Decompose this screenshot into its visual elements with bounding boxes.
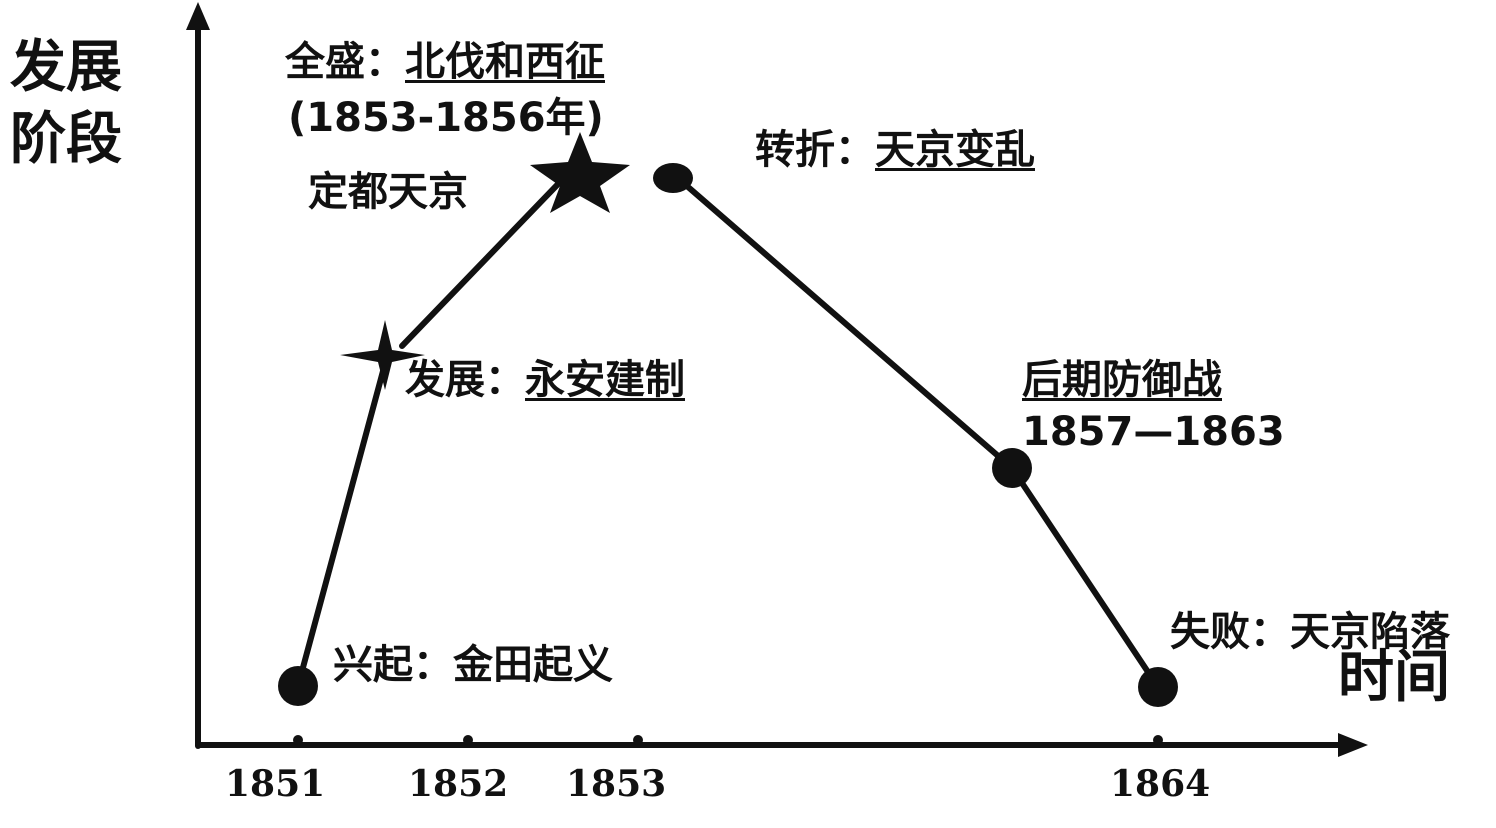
star-peak-icon: [530, 132, 630, 213]
year-label-1852: 1852: [408, 763, 509, 805]
tick-1851: [293, 735, 303, 745]
fail-event: 天京陷落: [1290, 609, 1450, 655]
segment-fall: [1009, 465, 1161, 690]
tick-1852: [463, 735, 473, 745]
segment-decline: [677, 177, 1015, 471]
point-turn: [653, 163, 693, 193]
label-turn: 转折：天京变乱: [755, 130, 1035, 170]
label-develop: 发展：永安建制: [405, 360, 685, 400]
year-label-1851: 1851: [225, 763, 326, 805]
year-label-1864: 1864: [1110, 763, 1211, 805]
fail-stage: 失败：: [1170, 609, 1290, 655]
segment-rise: [295, 357, 389, 689]
x-axis-label: 时间: [1338, 645, 1450, 710]
rise-stage: 兴起：: [333, 642, 453, 688]
tick-1864: [1153, 735, 1163, 745]
peak-stage: 全盛：: [285, 39, 405, 85]
point-late: [992, 448, 1032, 488]
label-rise: 兴起：金田起义: [333, 645, 613, 685]
x-axis-arrow-icon: [1338, 733, 1368, 757]
develop-event: 永安建制: [525, 357, 685, 403]
turn-stage: 转折：: [755, 127, 875, 173]
tick-1853: [633, 735, 643, 745]
y-axis-label-line2: 阶段: [10, 107, 122, 172]
segment-develop: [399, 179, 563, 349]
turn-event: 天京变乱: [875, 127, 1035, 173]
point-fail: [1138, 667, 1178, 707]
label-capital: 定都天京: [308, 169, 468, 215]
y-axis-label-line1: 发展: [10, 35, 122, 100]
point-rise: [278, 666, 318, 706]
develop-stage: 发展：: [405, 357, 525, 403]
label-fail: 失败：天京陷落: [1170, 612, 1450, 652]
label-late: 后期防御战: [1022, 357, 1222, 403]
star-develop-icon: [340, 320, 425, 390]
label-peak: 全盛：北伐和西征: [285, 42, 605, 82]
year-label-1853: 1853: [566, 763, 667, 805]
peak-event: 北伐和西征: [405, 39, 605, 85]
peak-period: (1853-1856年): [288, 95, 604, 141]
late-period: 1857—1863: [1022, 409, 1285, 455]
y-axis-arrow-icon: [186, 2, 210, 30]
rise-event: 金田起义: [453, 642, 613, 688]
